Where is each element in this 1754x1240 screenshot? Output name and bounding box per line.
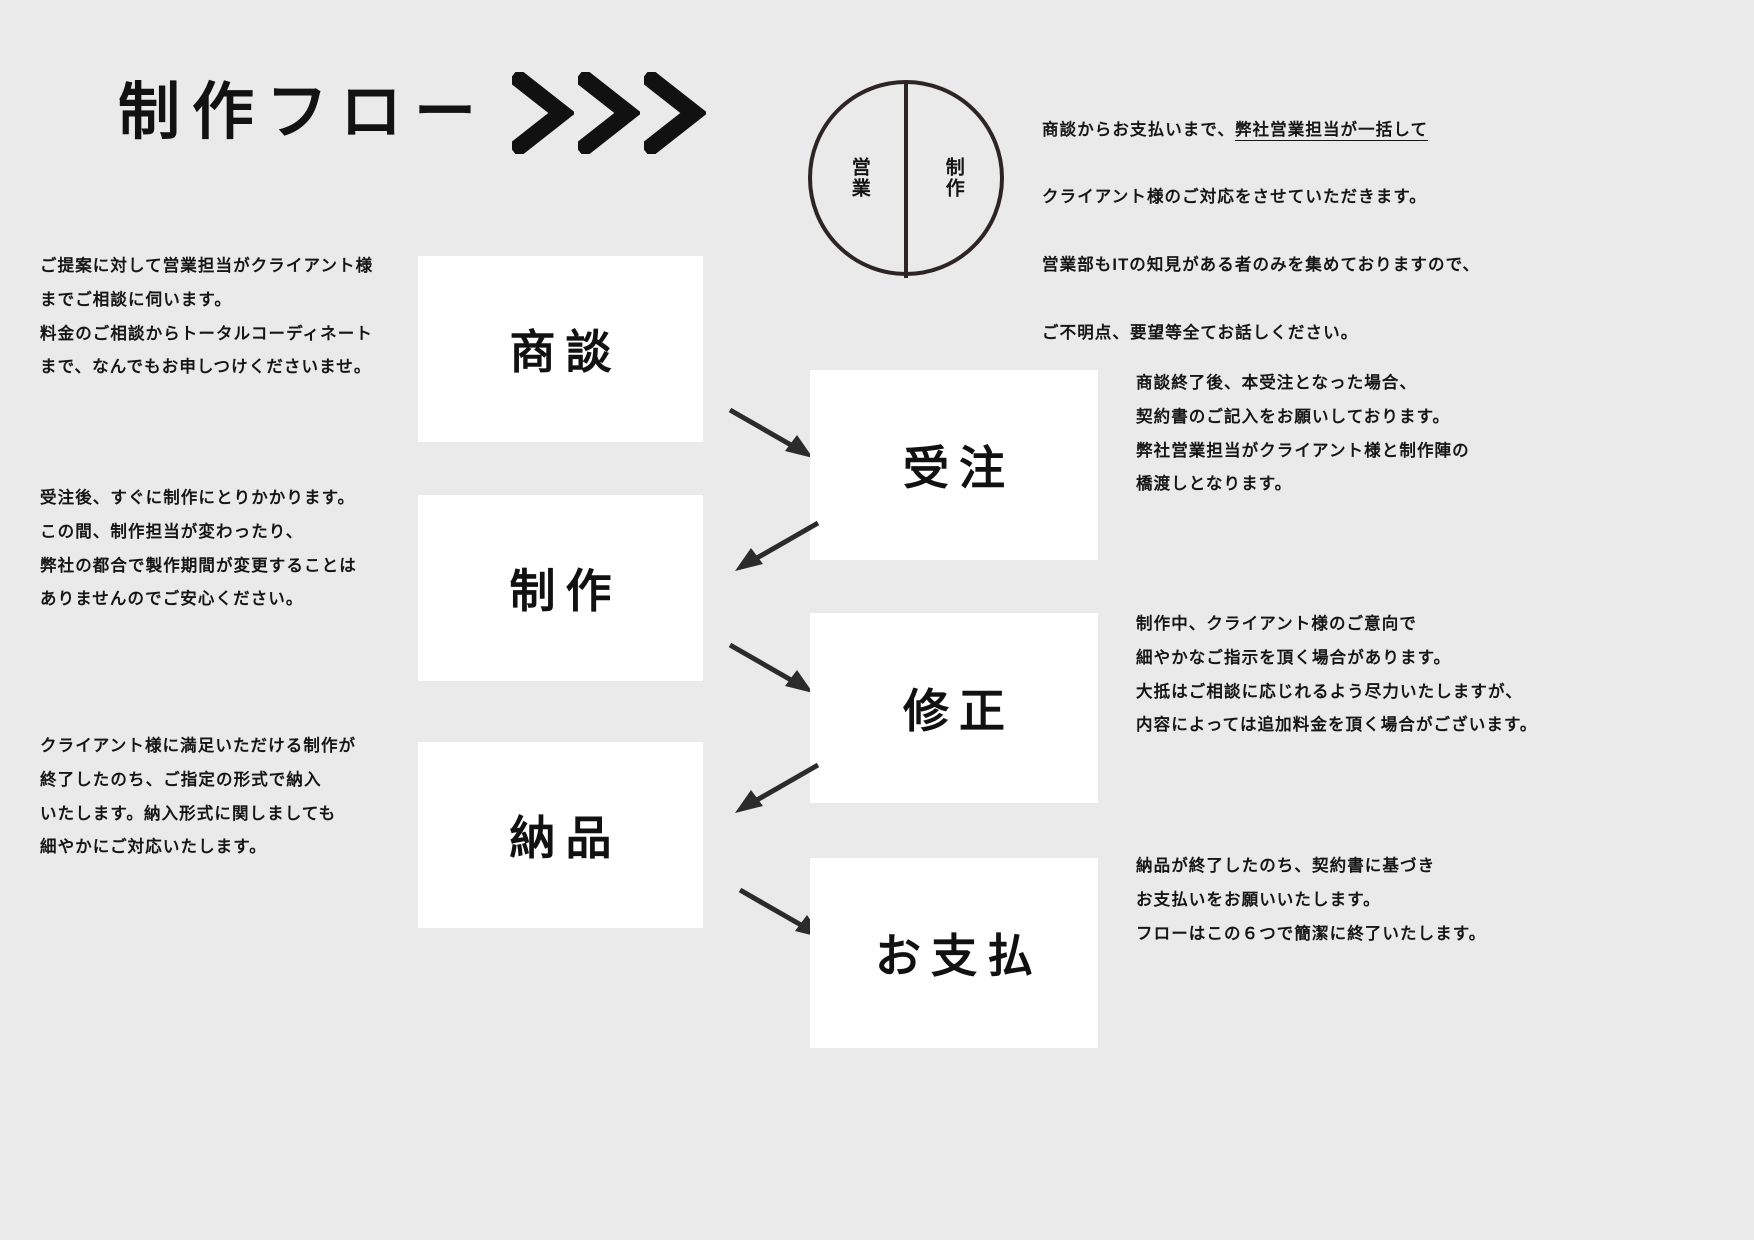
step-shodan-description: ご提案に対して営業担当がクライアント様 までご相談に伺います。 料金のご相談から… [40, 257, 374, 377]
chevron-group [512, 72, 707, 154]
arrow-shusei-to-nohin [735, 762, 820, 813]
step-nohin-label: 納品 [509, 812, 622, 864]
page-title: 制作フロー [118, 72, 707, 154]
chevron-right-icon-1 [512, 72, 575, 154]
step-nohin-description: クライアント様に満足いただける制作が 終了したのち、ご指定の形式で納入 いたしま… [40, 737, 357, 857]
intro-line-1-underlined: 弊社営業担当が一括して [1234, 120, 1429, 139]
step-oshiharai-label: お支払 [875, 930, 1043, 982]
step-seisaku-description: 受注後、すぐに制作にとりかかります。 この間、制作担当が変わったり、 弊社の都合… [40, 489, 357, 609]
arrow-juchu-to-seisaku [735, 520, 820, 571]
badge-sales-label: 営業 [848, 157, 870, 199]
step-juchu-description: 商談終了後、本受注となった場合、 契約書のご記入をお願いしております。 弊社営業… [1136, 374, 1470, 494]
badge-divider [904, 82, 908, 278]
step-shodan-box[interactable]: 商談 [418, 256, 703, 442]
intro-line-2: クライアント様のご対応をさせていただきます。 [1042, 188, 1427, 207]
step-juchu-box[interactable]: 受注 [810, 370, 1098, 560]
step-seisaku-box[interactable]: 制作 [418, 495, 703, 681]
intro-line-3: 営業部もITの知見がある者のみを集めておりますので、 [1042, 256, 1481, 275]
intro-line-1-plain: 商談からお支払いまで、 [1042, 120, 1235, 139]
chevron-right-icon-2 [578, 72, 641, 154]
chevron-right-icon-3 [644, 72, 707, 154]
step-oshiharai-box[interactable]: お支払 [810, 858, 1098, 1048]
intro-line-1: 商談からお支払いまで、弊社営業担当が一括して [1042, 114, 1742, 148]
intro-line-4: ご不明点、要望等全てお話しください。 [1042, 323, 1359, 342]
step-oshiharai-description: 納品が終了したのち、契約書に基づき お支払いをお願いいたします。 フローはこの６… [1136, 857, 1487, 943]
arrow-seisaku-to-shusei [728, 642, 813, 693]
step-shusei-label: 修正 [903, 685, 1015, 737]
page-title-text: 制作フロー [118, 78, 489, 147]
intro-paragraph: 商談からお支払いまで、弊社営業担当が一括して クライアント様のご対応をさせていた… [1042, 80, 1742, 384]
sales-production-badge: 営業 制作 [808, 80, 1004, 278]
arrow-shodan-to-juchu [728, 407, 813, 458]
step-shodan-label: 商談 [509, 326, 622, 378]
step-seisaku-label: 制作 [509, 565, 622, 617]
step-shusei-description: 制作中、クライアント様のご意向で 細やかなご指示を頂く場合があります。 大抵はご… [1136, 615, 1538, 735]
step-juchu-label: 受注 [903, 442, 1015, 494]
step-nohin-box[interactable]: 納品 [418, 742, 703, 928]
badge-left-half: 営業 [812, 84, 906, 272]
badge-right-half: 制作 [906, 84, 1000, 272]
step-shusei-box[interactable]: 修正 [810, 613, 1098, 803]
badge-production-label: 制作 [942, 157, 964, 199]
